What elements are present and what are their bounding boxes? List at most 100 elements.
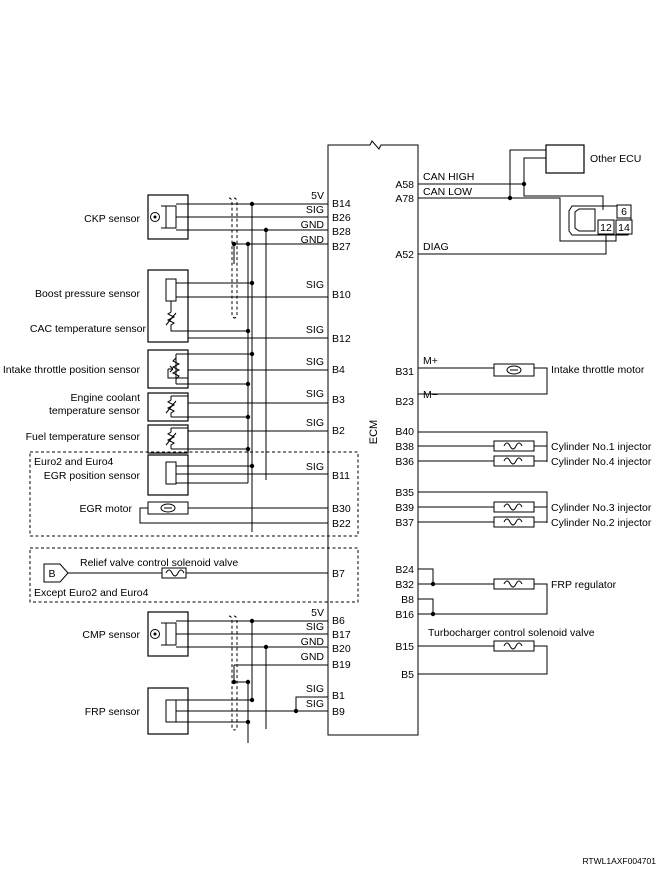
inj3-label: Cylinder No.3 injector [551, 502, 652, 514]
relief-connector-icon: B [43, 563, 69, 583]
except-group-box [29, 547, 359, 603]
injector-1 [493, 440, 535, 452]
fuel-temp-sensor [147, 424, 189, 454]
sig-diag: DIAG [423, 241, 449, 253]
injector-1-coil-icon [503, 442, 523, 450]
relief-valve-label: Relief valve control solenoid valve [80, 557, 238, 569]
pin-a52: A52 [395, 249, 414, 261]
throttle-position-sensor [147, 349, 189, 389]
throttle-motor [493, 363, 535, 377]
pin-sig-egr: SIG [306, 461, 324, 473]
pin-sig-sig-a: SIG [306, 204, 324, 216]
pin-b9: B9 [332, 706, 345, 718]
pin-b14: B14 [332, 198, 351, 210]
cmp-sensor [147, 611, 189, 657]
other-ecu-label: Other ECU [590, 153, 641, 165]
pin-sig-tps: SIG [306, 356, 324, 368]
pin-sig-ft: SIG [306, 417, 324, 429]
fuel-temp-sensor-label: Fuel temperature sensor [26, 431, 141, 443]
frp-sensor [147, 687, 189, 735]
egr-motor-icon [160, 503, 176, 513]
pin-b38: B38 [395, 441, 414, 453]
fuel-thermistor-icon [165, 428, 177, 449]
pin-b4: B4 [332, 364, 345, 376]
pin-sig-sig-b: SIG [306, 621, 324, 633]
pin-b27: B27 [332, 241, 351, 253]
pin-sig-boost: SIG [306, 279, 324, 291]
pin-b23: B23 [395, 396, 414, 408]
pin-a78: A78 [395, 193, 414, 205]
pin-sig-gnd-a: GND [301, 219, 325, 231]
throttle-position-sensor-label: Intake throttle position sensor [3, 364, 141, 376]
ckp-sensor-label: CKP sensor [84, 213, 140, 225]
pin-b28: B28 [332, 226, 351, 238]
pin-sig-cac: SIG [306, 324, 324, 336]
egr-position-sensor [147, 454, 189, 496]
dlc-pin-6: 6 [621, 206, 627, 218]
ecm-label: ECM [368, 420, 380, 444]
sig-can-low: CAN LOW [423, 186, 472, 198]
cmp-sensor-label: CMP sensor [82, 629, 140, 641]
pin-b10: B10 [332, 289, 351, 301]
turbo-solenoid-coil-icon [503, 642, 523, 650]
frp-regulator [493, 578, 535, 590]
turbo-solenoid-label: Turbocharger control solenoid valve [428, 627, 595, 639]
frp-regulator-label: FRP regulator [551, 579, 617, 591]
pin-b8: B8 [401, 594, 414, 606]
pin-b7: B7 [332, 568, 345, 580]
euro-group-label: Euro2 and Euro4 [34, 456, 114, 468]
boost-cac-sensor [147, 269, 189, 343]
pin-b31: B31 [395, 366, 414, 378]
throttle-motor-icon [506, 365, 522, 375]
except-group-label: Except Euro2 and Euro4 [34, 587, 149, 599]
pin-b22: B22 [332, 518, 351, 530]
pin-sig-5v-b: 5V [311, 607, 324, 619]
turbo-solenoid [493, 640, 535, 652]
coolant-thermistor-icon [165, 396, 177, 417]
pin-sig-frp1: SIG [306, 683, 324, 695]
pin-sig-frp2: SIG [306, 698, 324, 710]
pin-b6: B6 [332, 615, 345, 627]
pin-sig-gnd-c: GND [301, 636, 325, 648]
right-pin-labels: A58 A78 A52 B31 B23 B40 B38 B36 B35 B39 … [395, 179, 414, 681]
dlc-pin-12: 12 [600, 222, 612, 234]
pin-b12: B12 [332, 333, 351, 345]
pin-sig-ect: SIG [306, 388, 324, 400]
pin-b35: B35 [395, 487, 414, 499]
pin-b15: B15 [395, 641, 414, 653]
injector-3-coil-icon [503, 503, 523, 511]
inj2-label: Cylinder No.2 injector [551, 517, 652, 529]
pin-b36: B36 [395, 456, 414, 468]
pin-b17: B17 [332, 629, 351, 641]
cac-thermistor-icon [165, 306, 188, 332]
pin-b24: B24 [395, 564, 414, 576]
injector-4-coil-icon [503, 457, 523, 465]
pin-sig-5v-a: 5V [311, 190, 324, 202]
pin-b1: B1 [332, 690, 345, 702]
pin-b37: B37 [395, 517, 414, 529]
relief-connector-letter: B [48, 568, 55, 580]
pin-b20: B20 [332, 643, 351, 655]
coolant-sensor-label-l2: temperature sensor [49, 405, 141, 417]
dlc-pin-14: 14 [618, 222, 630, 234]
sig-can-high: CAN HIGH [423, 171, 474, 183]
pin-b5: B5 [401, 669, 414, 681]
pin-sig-gnd-b: GND [301, 234, 325, 246]
pin-b2: B2 [332, 425, 345, 437]
ckp-sensor [147, 194, 189, 240]
ecm-box [327, 140, 419, 736]
ckp-pickup-icon [150, 212, 160, 222]
injector-3 [493, 501, 535, 513]
egr-position-sensor-label: EGR position sensor [44, 470, 141, 482]
coolant-sensor [147, 392, 189, 422]
relief-solenoid-icon [161, 567, 187, 579]
pin-b11: B11 [332, 470, 350, 482]
potentiometer-wiper-icon [167, 365, 188, 379]
cac-sensor-label: CAC temperature sensor [30, 323, 147, 335]
cmp-pickup-icon [150, 629, 160, 639]
sig-m-plus: M+ [423, 355, 438, 367]
dlc-connector: 6 12 14 [568, 204, 633, 236]
frp-sensor-label: FRP sensor [85, 706, 141, 718]
pin-b30: B30 [332, 503, 351, 515]
